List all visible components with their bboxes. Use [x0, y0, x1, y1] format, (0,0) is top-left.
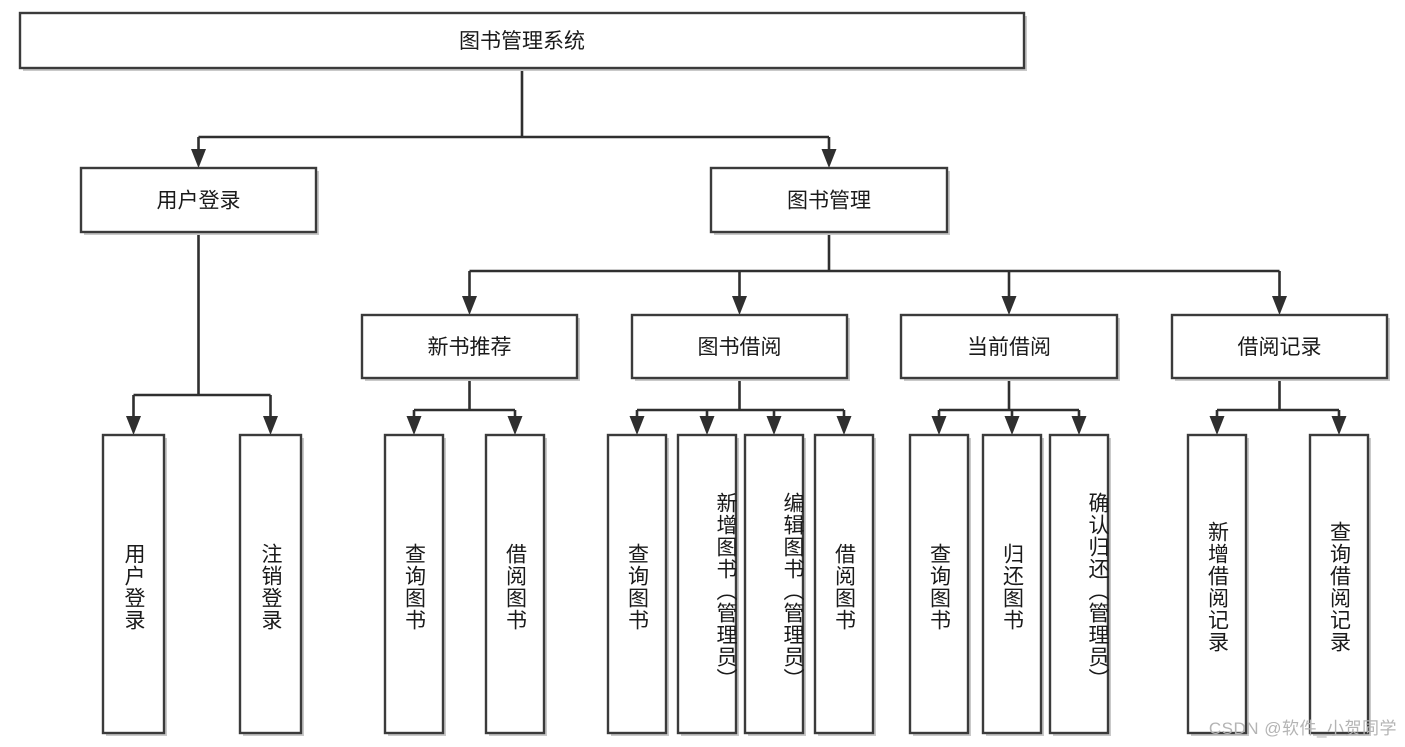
- arrow-head-icon: [931, 416, 947, 435]
- arrow-head-icon: [191, 149, 206, 168]
- node-level1-label-0: 用户登录: [157, 190, 241, 213]
- arrow-head-icon: [126, 416, 141, 435]
- node-leaf-9[interactable]: [981, 433, 1043, 735]
- arrow-head-icon: [1071, 416, 1087, 435]
- arrow-head-icon: [732, 296, 747, 315]
- node-leaf-2[interactable]: [383, 433, 445, 735]
- node-root[interactable]: [18, 11, 1026, 70]
- node-level2-label-0: 新书推荐: [428, 336, 512, 359]
- node-level2-1[interactable]: [630, 313, 849, 380]
- watermark-text: CSDN @软件_小贺同学: [1208, 719, 1397, 738]
- node-level1-1[interactable]: [709, 166, 949, 234]
- arrow-head-icon: [1001, 296, 1017, 315]
- node-leaf-3[interactable]: [484, 433, 546, 735]
- node-level2-label-1: 图书借阅: [698, 336, 782, 359]
- arrow-head-icon: [821, 149, 837, 168]
- arrow-head-icon: [1004, 416, 1020, 435]
- arrow-head-icon: [406, 416, 422, 435]
- node-level1-label-1: 图书管理: [787, 190, 871, 213]
- node-leaf-5[interactable]: [676, 433, 738, 735]
- node-leaf-6[interactable]: [743, 433, 805, 735]
- node-level2-0[interactable]: [360, 313, 579, 380]
- node-leaf-0[interactable]: [101, 433, 166, 735]
- arrow-head-icon: [766, 416, 782, 435]
- node-level2-3[interactable]: [1170, 313, 1389, 380]
- arrow-head-icon: [1272, 296, 1287, 315]
- node-level2-label-3: 借阅记录: [1238, 336, 1322, 359]
- node-leaf-12[interactable]: [1308, 433, 1370, 735]
- node-level1-0[interactable]: [79, 166, 318, 234]
- arrow-head-icon: [507, 416, 523, 435]
- node-leaf-7[interactable]: [813, 433, 875, 735]
- arrow-head-icon: [263, 416, 278, 435]
- node-leaf-10[interactable]: [1048, 433, 1110, 735]
- arrow-head-icon: [462, 296, 477, 315]
- connector-layer: [126, 68, 1347, 435]
- node-leaf-11[interactable]: [1186, 433, 1248, 735]
- arrow-head-icon: [1209, 416, 1225, 435]
- arrow-head-icon: [629, 416, 645, 435]
- node-level2-2[interactable]: [899, 313, 1119, 380]
- arrow-head-icon: [836, 416, 852, 435]
- arrow-head-icon: [699, 416, 715, 435]
- node-box-layer: [18, 11, 1390, 736]
- arrow-head-icon: [1331, 416, 1347, 435]
- node-leaf-1[interactable]: [238, 433, 303, 735]
- node-root-label: 图书管理系统: [459, 30, 585, 53]
- node-leaf-8[interactable]: [908, 433, 970, 735]
- node-level2-label-2: 当前借阅: [967, 336, 1051, 359]
- node-leaf-4[interactable]: [606, 433, 668, 735]
